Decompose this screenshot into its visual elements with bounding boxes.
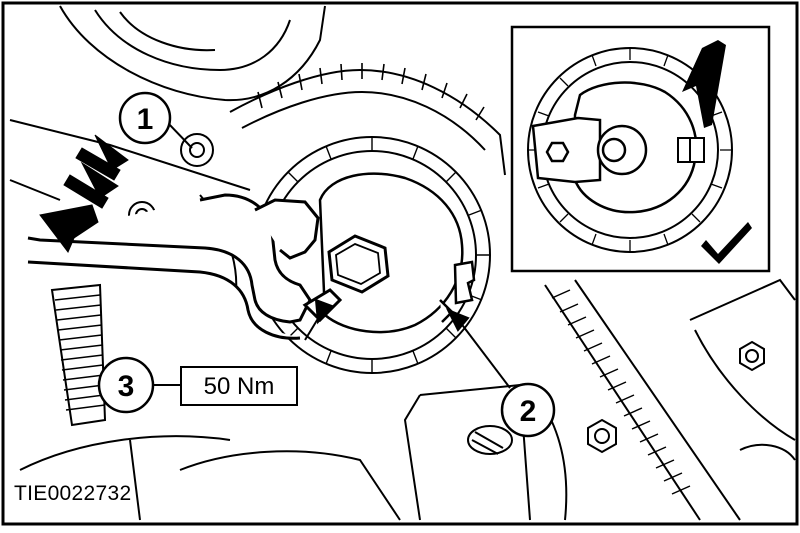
- inset-index-marker: [677, 137, 705, 163]
- callout-2-label: 2: [520, 395, 537, 428]
- wrench-tool: [27, 193, 343, 340]
- callout-2: 2: [500, 382, 556, 438]
- torque-pointer-arrow: [304, 298, 334, 341]
- inset-center-hub: [596, 124, 648, 176]
- upper-pulley: [59, 5, 326, 102]
- callout-3-label: 3: [118, 370, 135, 403]
- reference-code: TIE0022732: [14, 482, 131, 505]
- check-mark-icon: [701, 222, 752, 264]
- timing-belt-upper: [229, 63, 506, 176]
- index-pointer-arrow: [445, 308, 511, 389]
- tensioner-spring: [50, 283, 107, 427]
- inset-lever: [531, 116, 602, 184]
- tensioner-index-pointer: [453, 260, 476, 305]
- tensioner-eccentric: [318, 172, 464, 334]
- inset-pointer-arrow: [682, 40, 726, 128]
- bolt-lower-middle: [587, 418, 617, 454]
- callout-1: 1: [118, 91, 193, 149]
- inset-detail: [510, 25, 771, 273]
- rotation-direction-arrows: [39, 134, 129, 253]
- callout-3: 3: [97, 356, 181, 414]
- callout-1-label: 1: [137, 103, 154, 136]
- engine-block-lower: [19, 383, 568, 521]
- bolt-right: [739, 340, 765, 372]
- torque-callout-box: 50 Nm: [180, 366, 298, 406]
- torque-label: 50 Nm: [204, 373, 275, 400]
- timing-belt-lower: [544, 278, 796, 521]
- tensioner-center-bolt: [327, 234, 390, 294]
